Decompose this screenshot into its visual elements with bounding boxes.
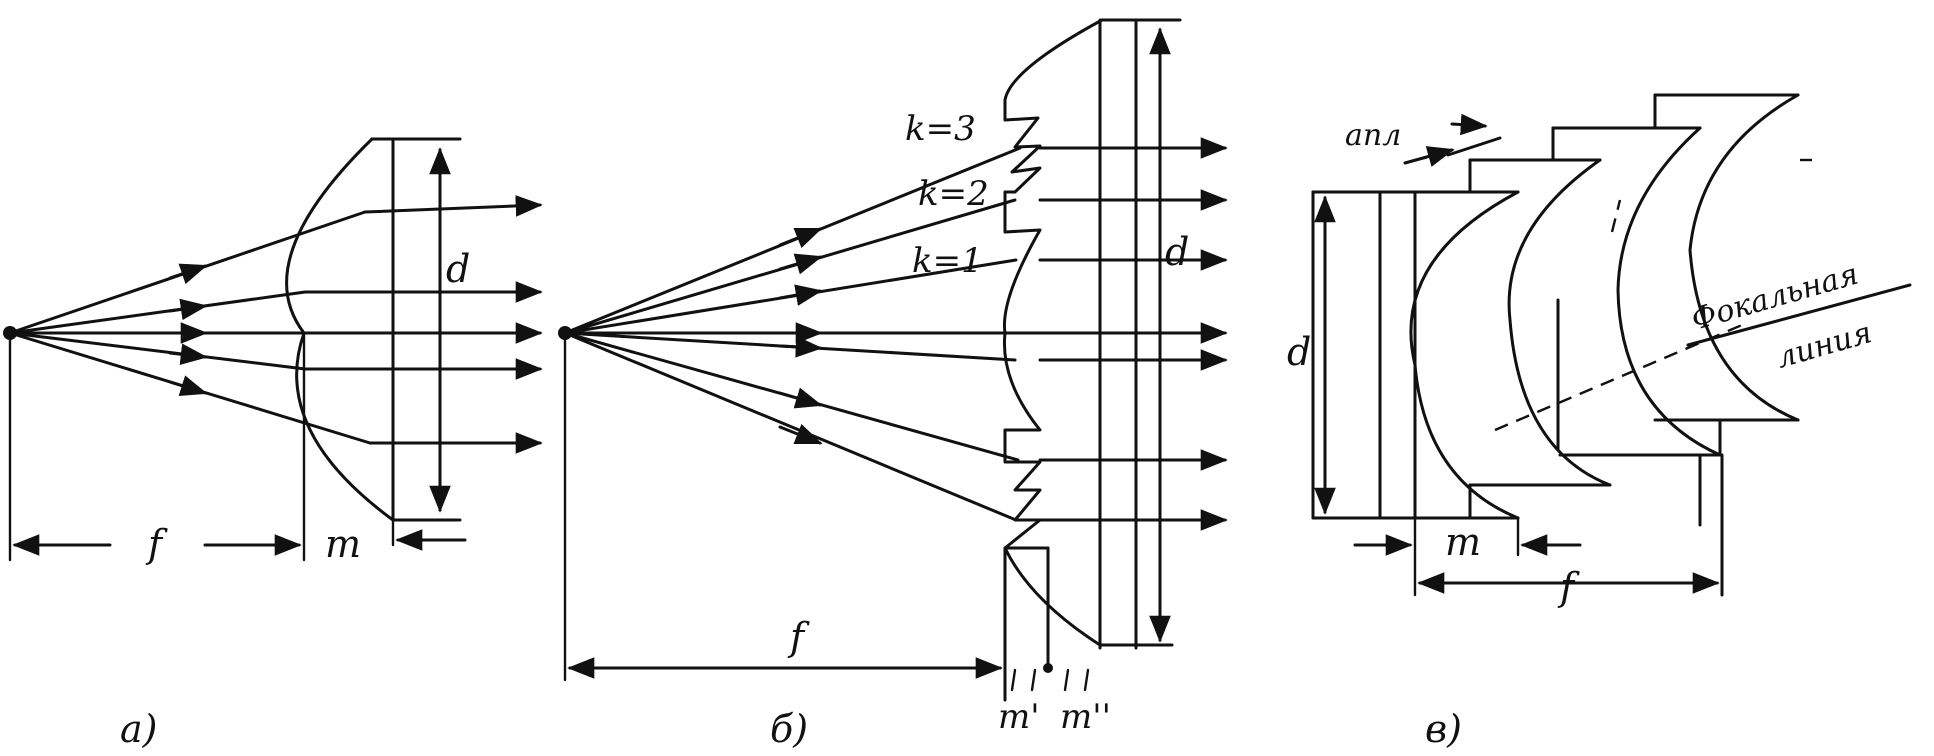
panel-c-offset-lens-elements: d m f aпл Фокальная линия в) <box>1287 93 1912 751</box>
label-f-c: f <box>1557 565 1580 609</box>
label-m-double-prime: m'' <box>1060 697 1111 737</box>
label-m-a: m <box>325 522 361 566</box>
label-k3: k=3 <box>905 109 976 149</box>
label-f-a: f <box>145 522 168 566</box>
label-focal-line-bottom: линия <box>1773 315 1876 375</box>
label-d-b: d <box>1165 230 1189 274</box>
caption-a: а) <box>120 707 157 751</box>
label-a-pl: aпл <box>1345 118 1401 153</box>
label-f-b: f <box>787 615 810 659</box>
caption-c: в) <box>1425 707 1462 751</box>
caption-b: б) <box>770 707 808 751</box>
label-m-c: m <box>1445 520 1481 564</box>
label-m-prime: m' <box>998 697 1040 737</box>
label-k2: k=2 <box>918 174 989 214</box>
panel-a-plano-convex-lens: f m d а) <box>3 137 543 751</box>
label-d-c: d <box>1287 330 1311 374</box>
label-k1: k=1 <box>912 241 983 281</box>
label-d-a: d <box>446 247 470 291</box>
panel-b-stepped-lens: f d k=3 k=2 k=1 m' m'' б) <box>558 18 1228 751</box>
